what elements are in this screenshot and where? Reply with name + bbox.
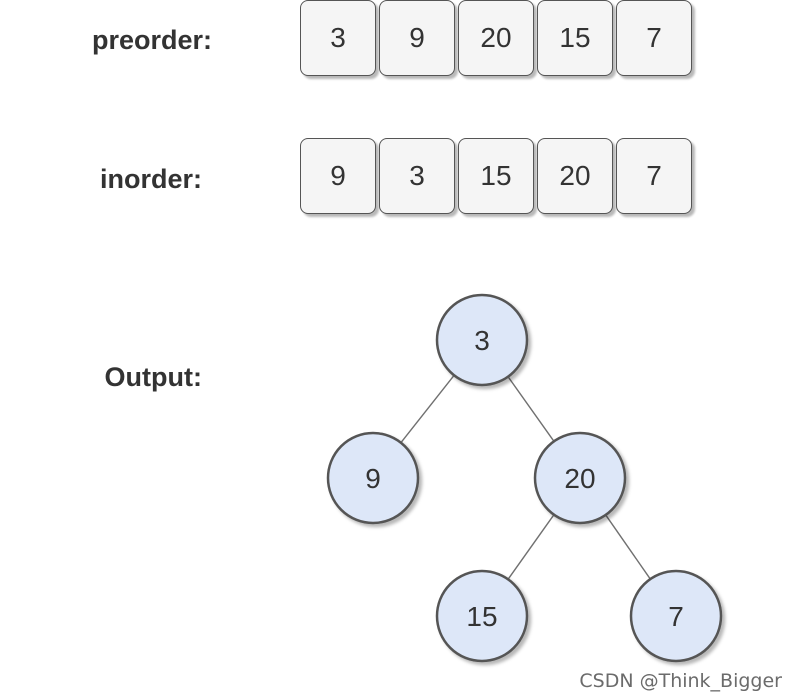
tree-edge xyxy=(605,514,651,580)
tree-node-value: 7 xyxy=(668,601,684,632)
preorder-cell: 9 xyxy=(379,0,455,76)
output-label: Output: xyxy=(104,362,202,392)
tree-node-circle xyxy=(533,431,627,525)
preorder-cell: 20 xyxy=(458,0,534,76)
tree-node-circle xyxy=(435,293,529,387)
preorder-cell: 3 xyxy=(300,0,376,76)
inorder-cell: 15 xyxy=(458,138,534,214)
tree-node-circle xyxy=(629,569,723,663)
tree-edge xyxy=(507,376,555,442)
tree-node-value: 9 xyxy=(365,463,381,494)
tree-edge xyxy=(400,374,455,444)
watermark: CSDN @Think_Bigger xyxy=(579,670,782,692)
tree-node-value: 20 xyxy=(564,463,595,494)
tree-node: 7 xyxy=(629,569,723,663)
inorder-cell: 7 xyxy=(616,138,692,214)
inorder-cell: 20 xyxy=(537,138,613,214)
tree-node: 9 xyxy=(326,431,420,525)
tree-node-value: 3 xyxy=(474,325,490,356)
tree-node-value: 15 xyxy=(466,601,497,632)
inorder-cell: 9 xyxy=(300,138,376,214)
preorder-cell: 15 xyxy=(537,0,613,76)
tree-node: 20 xyxy=(533,431,627,525)
tree-edge xyxy=(507,514,555,580)
preorder-label: preorder: xyxy=(91,25,212,55)
inorder-cell: 3 xyxy=(379,138,455,214)
tree-node: 15 xyxy=(435,569,529,663)
tree-node: 3 xyxy=(435,293,529,387)
tree-node-circle xyxy=(435,569,529,663)
tree-node-circle xyxy=(326,431,420,525)
preorder-cell: 7 xyxy=(616,0,692,76)
inorder-label: inorder: xyxy=(99,164,202,194)
